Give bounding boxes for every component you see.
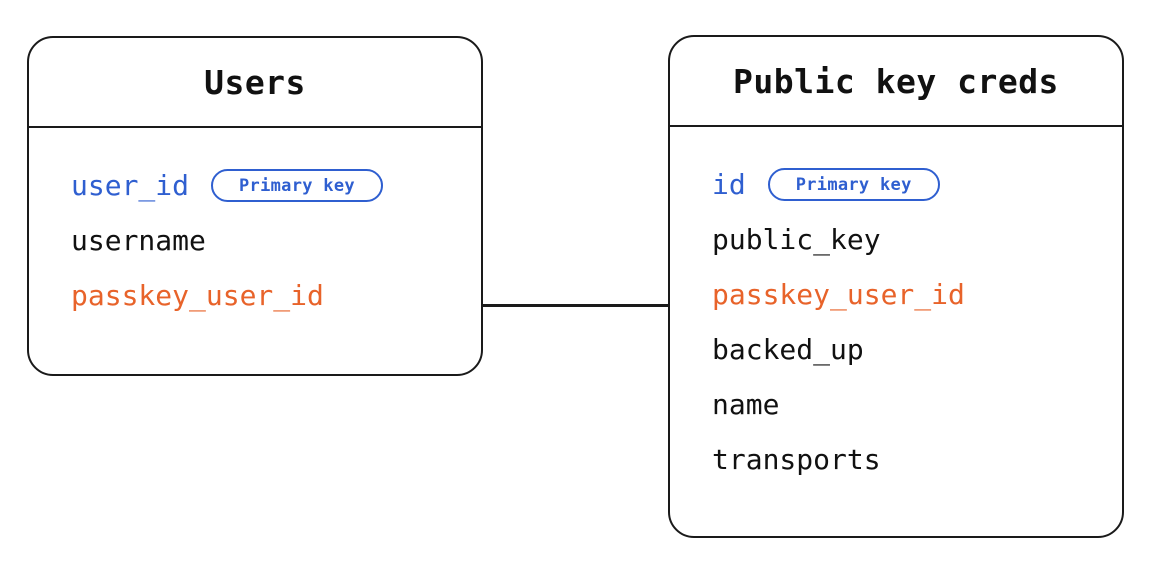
entity-public-key-creds-header: Public key creds	[670, 37, 1122, 127]
field-name-username: username	[71, 223, 206, 257]
entity-users-header: Users	[29, 38, 481, 128]
primary-key-badge: Primary key	[767, 168, 940, 201]
field-name-backed-up: backed_up	[712, 332, 864, 366]
primary-key-badge: Primary key	[211, 169, 383, 202]
field-name-passkey-user-id: passkey_user_id	[71, 278, 324, 312]
field-row[interactable]: passkey_user_id	[670, 267, 1122, 322]
field-row[interactable]: user_id Primary key	[29, 158, 481, 213]
field-name-public-key: public_key	[712, 222, 881, 256]
field-row[interactable]: transports	[670, 432, 1122, 487]
field-row[interactable]: id Primary key	[670, 157, 1122, 212]
field-row[interactable]: backed_up	[670, 322, 1122, 377]
entity-users[interactable]: Users user_id Primary key username passk…	[27, 36, 483, 376]
field-name-name: name	[712, 387, 780, 421]
field-row[interactable]: public_key	[670, 212, 1122, 267]
relationship-connector-users-public-key-creds	[481, 304, 669, 307]
entity-users-field-list: user_id Primary key username passkey_use…	[29, 128, 481, 323]
entity-public-key-creds-field-list: id Primary key public_key passkey_user_i…	[670, 127, 1122, 487]
field-name-user-id: user_id	[71, 168, 190, 202]
entity-users-title: Users	[204, 62, 306, 102]
field-row[interactable]: passkey_user_id	[29, 268, 481, 323]
field-row[interactable]: name	[670, 377, 1122, 432]
field-row[interactable]: username	[29, 213, 481, 268]
field-name-passkey-user-id: passkey_user_id	[712, 277, 965, 311]
entity-public-key-creds[interactable]: Public key creds id Primary key public_k…	[668, 35, 1124, 538]
entity-public-key-creds-title: Public key creds	[733, 61, 1059, 101]
field-name-id: id	[712, 167, 746, 201]
field-name-transports: transports	[712, 442, 881, 476]
